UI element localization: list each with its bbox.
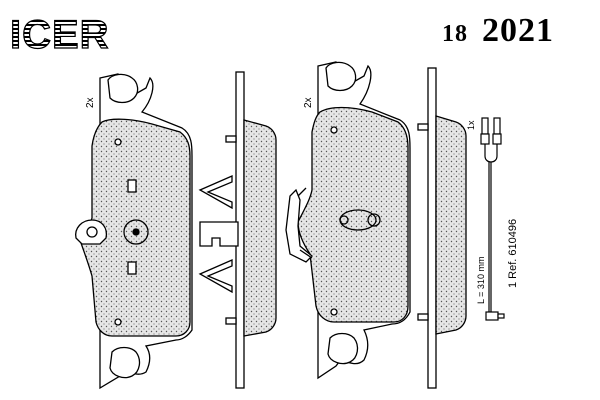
- sensor-qty: 1x: [466, 120, 476, 130]
- left-clip-body: [199, 221, 239, 247]
- logo-wordmark: ICER: [10, 13, 110, 54]
- icer-logo: ICER: [9, 12, 110, 54]
- right-pad-qty: 2x: [303, 97, 314, 108]
- wear-sensor: [480, 117, 505, 321]
- left-pad-side-view: [198, 71, 277, 389]
- sensor-ref: 1 Ref. 610496: [507, 219, 519, 288]
- right-pad-front-view: [285, 61, 411, 380]
- left-mounting-tab: [75, 219, 108, 245]
- left-top-ear: [107, 73, 139, 104]
- sensor-tip: [485, 311, 499, 321]
- part-prefix: 18: [442, 21, 468, 47]
- left-spring-slot: [127, 179, 137, 193]
- right-bottom-ear: [327, 332, 359, 365]
- sensor-length: L = 310 mm: [476, 257, 486, 304]
- sensor-connector-b: [493, 117, 501, 135]
- left-pad-qty: 2x: [85, 97, 96, 108]
- right-friction-material: [297, 106, 409, 323]
- right-top-ear: [325, 61, 357, 92]
- right-guide-bracket: [285, 188, 313, 263]
- right-backing-plate: [317, 61, 411, 380]
- right-pad-side-view: [417, 67, 467, 389]
- sensor-connector-a: [481, 117, 489, 135]
- part-number: 18 2021: [442, 12, 554, 52]
- left-side-friction: [243, 119, 277, 337]
- part-code-number: 2021: [482, 12, 554, 49]
- left-backing-plate: [99, 73, 193, 390]
- left-spring-clip: [198, 175, 233, 210]
- left-pad-front-view: [75, 73, 193, 390]
- sensor-cable: [488, 162, 492, 312]
- left-tab-hole: [86, 226, 98, 238]
- right-side-friction: [435, 115, 467, 335]
- left-bottom-ear: [109, 346, 141, 379]
- left-centre-ring: [123, 219, 149, 245]
- right-side-backing: [427, 67, 437, 389]
